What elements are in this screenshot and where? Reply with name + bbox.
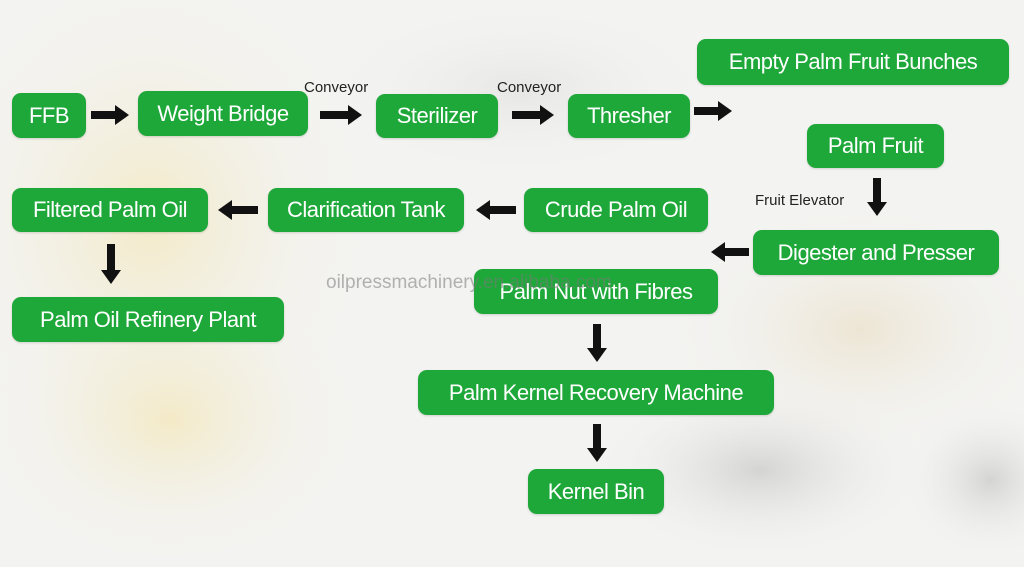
arrow-filtered-to-refinery (101, 244, 121, 284)
arrow-kernel-recovery-to-kernel-bin (587, 424, 607, 462)
label-conveyor-2: Conveyor (497, 79, 562, 96)
node-clarification-tank: Clarification Tank (268, 188, 464, 232)
arrow-crude-oil-to-clarification (476, 200, 516, 220)
arrow-palm-nut-to-kernel-recovery (587, 324, 607, 362)
node-palm-oil-refinery-plant: Palm Oil Refinery Plant (12, 297, 284, 342)
arrow-clarification-to-filtered (218, 200, 258, 220)
node-kernel-bin: Kernel Bin (528, 469, 664, 514)
arrow-thresher-to-empty-bunches (694, 101, 732, 121)
node-weight-bridge: Weight Bridge (138, 91, 308, 136)
node-thresher: Thresher (568, 94, 690, 138)
node-digester-and-presser: Digester and Presser (753, 230, 999, 275)
node-ffb: FFB (12, 93, 86, 138)
arrow-digester-to-crude-oil (711, 242, 749, 262)
arrow-weight-bridge-to-sterilizer (320, 105, 362, 125)
node-empty-palm-fruit-bunches: Empty Palm Fruit Bunches (697, 39, 1009, 85)
node-palm-fruit: Palm Fruit (807, 124, 944, 168)
node-palm-nut-with-fibres: Palm Nut with Fibres (474, 269, 718, 314)
node-palm-kernel-recovery-machine: Palm Kernel Recovery Machine (418, 370, 774, 415)
watermark-text: oilpressmachinery.en.alibaba.com (326, 272, 612, 293)
node-sterilizer: Sterilizer (376, 94, 498, 138)
node-filtered-palm-oil: Filtered Palm Oil (12, 188, 208, 232)
arrow-palm-fruit-to-digester (867, 178, 887, 216)
label-conveyor-1: Conveyor (304, 79, 369, 96)
arrow-ffb-to-weight-bridge (91, 105, 129, 125)
arrow-sterilizer-to-thresher (512, 105, 554, 125)
node-crude-palm-oil: Crude Palm Oil (524, 188, 708, 232)
label-fruit-elevator: Fruit Elevator (755, 192, 845, 209)
